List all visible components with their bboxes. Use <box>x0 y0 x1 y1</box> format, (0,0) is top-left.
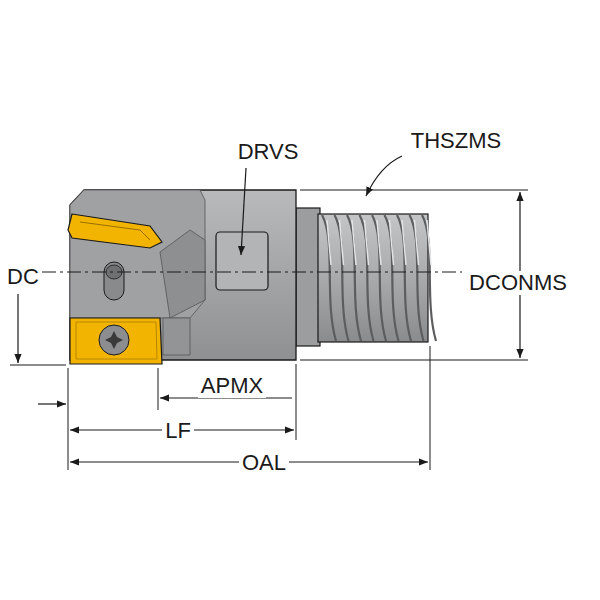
thread-ridge <box>335 215 349 341</box>
thread-ridge <box>347 215 361 341</box>
thread-ridge <box>372 215 386 341</box>
thread-ridge <box>397 215 411 341</box>
thread-ridges <box>322 215 436 341</box>
center-line <box>42 272 462 273</box>
dimension-label: OAL <box>239 451 289 475</box>
threaded-shank <box>296 208 436 346</box>
dimension-label: DCONMS <box>466 271 570 295</box>
thread-highlight <box>390 220 394 265</box>
thread-highlight <box>327 220 331 265</box>
thread-ridge <box>360 215 374 341</box>
thread-highlight <box>402 220 406 265</box>
thread-highlight <box>352 220 356 265</box>
cutting-insert <box>68 214 162 364</box>
dimension-line <box>18 192 520 462</box>
dimension-label: THSZMS <box>408 129 504 153</box>
thread-ridge <box>322 215 336 341</box>
thread-ridge <box>422 215 436 341</box>
thread-highlight <box>427 220 431 265</box>
dimension-label: LF <box>162 419 194 443</box>
cutter-body <box>70 190 296 360</box>
leader-line <box>241 156 402 255</box>
thread-highlight <box>365 220 369 265</box>
thread-ridge <box>385 215 399 341</box>
thread-highlight <box>415 220 419 265</box>
thread-ridge <box>410 215 424 341</box>
thread-highlight <box>340 220 344 265</box>
dimension-label: DRVS <box>235 140 302 164</box>
thread-highlight <box>377 220 381 265</box>
dimension-label: APMX <box>198 374 266 398</box>
extension-line <box>10 190 528 470</box>
dimension-label: DC <box>4 265 42 289</box>
